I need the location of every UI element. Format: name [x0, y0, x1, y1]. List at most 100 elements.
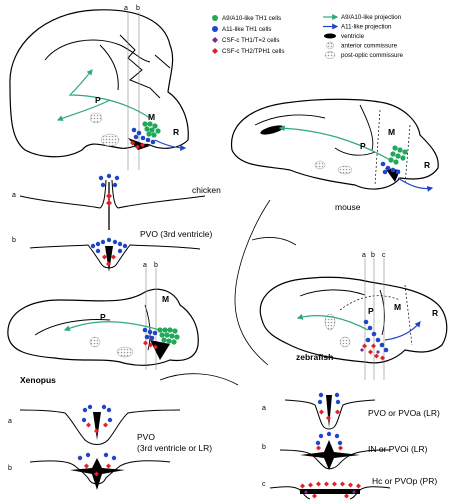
- zebrafish-projection-blue: [384, 321, 421, 341]
- chicken-section-a-label: a: [12, 192, 16, 199]
- legend-item-purple: CSF-c TH1/T=2 cells: [212, 37, 279, 44]
- xenopus-blue-cells: [142, 327, 158, 341]
- panel-divider-curve-1: [234, 199, 271, 366]
- zebrafish-section-c-caption: Hc or PVOp (PR): [372, 476, 437, 486]
- legend-item-green: A9/A10-like TH1 cells: [212, 15, 281, 22]
- zebrafish-section-a-caption: PVO or PVOa (LR): [368, 408, 440, 418]
- legend-item-black-ellipse: ventricle: [324, 33, 365, 40]
- zebrafish-section-a-outline: [284, 399, 376, 430]
- chicken-brain-outline: [9, 9, 189, 158]
- chicken-section-a-blue-cells: [98, 173, 120, 188]
- xenopus-tick-b: b: [154, 262, 158, 269]
- mouse-boundary-2: [404, 124, 411, 186]
- zebrafish-section-b-blue-cells: [315, 431, 343, 446]
- chicken-species-label: chicken: [192, 185, 221, 195]
- zebrafish-section-a-blue-cells: [317, 392, 341, 405]
- mouse-projection-green: [278, 125, 391, 161]
- chicken-projection-blue: [154, 139, 187, 151]
- legend-item-dotted-grey-circle: anterior commissure: [326, 41, 398, 50]
- zebrafish-section-c-purple-cells: [304, 490, 356, 494]
- ventricle-icon: [324, 33, 336, 39]
- xenopus-red-cells: [143, 340, 158, 350]
- xenopus-section-b-blue-cells: [77, 452, 117, 461]
- zebrafish-section-c-red-cells: [300, 481, 361, 499]
- zebrafish-panel: a b c P M R zebrafish a: [259, 252, 448, 500]
- legend-item-red: CSF-c TH2/TPH1 cells: [212, 48, 284, 55]
- chicken-green-cells: [142, 121, 161, 138]
- zebrafish-tick-b: b: [371, 252, 375, 259]
- xenopus-caption-line1: PVO: [137, 432, 155, 442]
- chicken-section-b-label: b: [12, 237, 16, 244]
- zebrafish-anterior-commissure: [324, 313, 336, 331]
- zebrafish-inner-fold: [299, 289, 385, 336]
- mouse-green-cells: [388, 145, 408, 165]
- xenopus-label-p: P: [100, 312, 106, 322]
- zebrafish-tectum-dashed: [339, 295, 401, 311]
- chicken-panel: a b P M R chicken a: [9, 5, 221, 272]
- mouse-brain-outline: [230, 98, 439, 190]
- xenopus-section-a-label: a: [8, 418, 12, 425]
- anterior-commissure-icon: [326, 41, 334, 50]
- chicken-red-cells: [130, 140, 145, 150]
- xenopus-brain-outline: [7, 288, 199, 366]
- chicken-label-r: R: [173, 127, 179, 137]
- xenopus-section-a-red-cells: [86, 422, 108, 434]
- legend-item-green-arrow: A9/A10-like projection: [323, 14, 402, 21]
- zebrafish-label-r: R: [432, 308, 438, 318]
- mouse-boundary-1: [374, 109, 381, 186]
- mouse-label-r: R: [424, 160, 430, 170]
- chicken-projection-green: [68, 69, 151, 119]
- xenopus-post-optic-commissure: [116, 346, 134, 358]
- zebrafish-section-b-red-cells: [316, 445, 343, 451]
- zebrafish-purple-cell-2: [376, 350, 380, 354]
- legend-label: A11-like projection: [341, 24, 392, 31]
- chicken-section-b-red-cells: [102, 254, 116, 267]
- xenopus-section-b-label: b: [8, 465, 12, 472]
- xenopus-tick-a: a: [143, 262, 147, 269]
- xenopus-species-label: Xenopus: [20, 375, 56, 385]
- chicken-section-a-red-cell: [106, 193, 112, 199]
- zebrafish-boundary: [404, 284, 413, 346]
- chicken-label-m: M: [148, 112, 155, 122]
- legend-label: anterior commissure: [341, 43, 398, 50]
- xenopus-section-b-red-cells: [84, 463, 111, 477]
- xenopus-caption-line2: (3rd ventricle or LR): [137, 443, 212, 453]
- zebrafish-section-b-caption: IN or PVOi (LR): [368, 444, 428, 454]
- red-diamond-icon: [212, 48, 218, 54]
- xenopus-panel: a b P M Xenopus a: [7, 262, 212, 490]
- zebrafish-section-b-ventricle: [300, 440, 360, 470]
- chicken-inner-fold: [44, 39, 151, 91]
- zebrafish-label-m: M: [394, 302, 401, 312]
- purple-diamond-icon: [212, 37, 218, 43]
- zebrafish-projection-green: [296, 313, 369, 331]
- xenopus-ventricle: [150, 340, 170, 360]
- chicken-blue-cells: [131, 127, 156, 145]
- zebrafish-section-c-ventricle: [300, 489, 360, 494]
- chicken-section-b-ventricle: [105, 246, 113, 272]
- chicken-section-a-outline: [19, 179, 206, 209]
- zebrafish-section-a-red-cells: [319, 409, 340, 421]
- legend-label: A9/A10-like projection: [341, 14, 402, 21]
- mouse-anterior-commissure: [314, 160, 326, 170]
- xenopus-section-a-ventricle: [93, 412, 101, 440]
- xenopus-projection-green: [63, 321, 161, 332]
- xenopus-anterior-commissure: [89, 336, 101, 348]
- mouse-post-optic-commissure: [337, 165, 353, 175]
- panel-divider-curve-2: [159, 373, 239, 386]
- legend-label: CSF-c TH1/T=2 cells: [222, 37, 279, 44]
- chicken-tick-b: b: [136, 5, 140, 12]
- zebrafish-tick-c: c: [382, 252, 386, 259]
- legend-label: ventricle: [341, 33, 365, 40]
- legend-item-dotted-grey-ellipse: post-optic commissure: [324, 51, 403, 59]
- xenopus-section-a-blue-cells: [81, 404, 113, 423]
- chicken-section-caption: PVO (3rd ventricle): [140, 229, 212, 239]
- xenopus-label-m: M: [162, 294, 169, 304]
- legend-label: post-optic commissure: [341, 52, 403, 59]
- zebrafish-species-label: zebrafish: [296, 352, 333, 362]
- chicken-post-optic-commissure: [100, 133, 120, 147]
- legend-label: CSF-c TH2/TPH1 cells: [222, 48, 284, 55]
- mouse-inner-fold: [254, 104, 376, 156]
- panel-divider-curve-3: [251, 237, 297, 246]
